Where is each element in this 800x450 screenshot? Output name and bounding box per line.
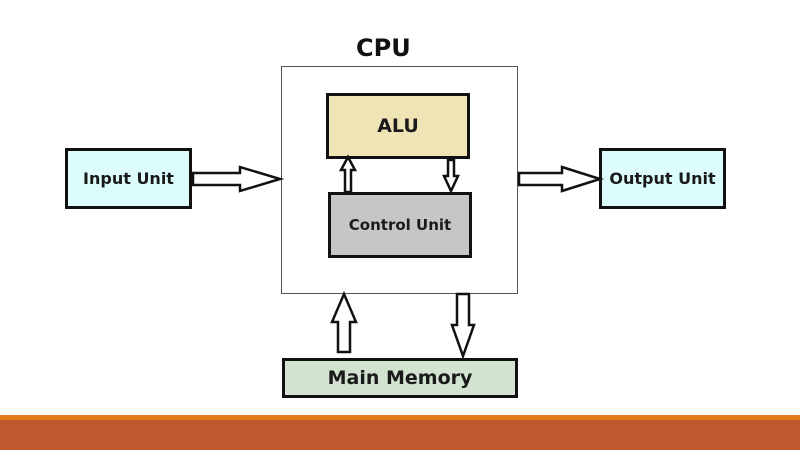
main-memory-box: Main Memory (282, 358, 518, 398)
arrow-memory-to-cpu (330, 290, 358, 354)
cpu-title: CPU (356, 34, 411, 62)
footer-bar (0, 420, 800, 450)
alu-box: ALU (326, 93, 470, 159)
arrow-input-to-cpu (191, 165, 285, 193)
arrow-cpu-to-output (517, 165, 605, 193)
footer-accent-stripe (0, 415, 800, 420)
input-unit-box: Input Unit (65, 148, 192, 209)
arrow-alu-to-cu (442, 158, 460, 194)
control-unit-box: Control Unit (328, 192, 472, 258)
arrow-cpu-to-memory (450, 292, 476, 360)
arrow-cu-to-alu (338, 154, 358, 194)
output-unit-box: Output Unit (599, 148, 726, 209)
